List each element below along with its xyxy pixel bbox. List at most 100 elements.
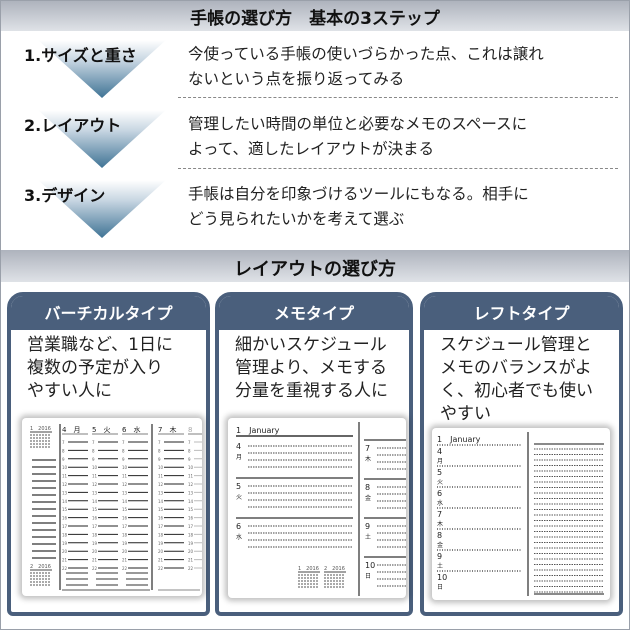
divider [178,97,618,98]
calendar-cell [33,437,35,439]
calendar-cell [324,586,326,588]
calendar-cell [45,575,47,577]
hour-label: 17 [92,524,98,529]
calendar-cell [316,583,318,585]
calendar-cell [39,581,41,583]
month-header: 1 January [236,426,280,435]
hour-label: 12 [62,482,68,487]
calendar-cell [310,574,312,576]
calendar-cell [33,572,35,574]
calendar-cell [301,574,303,576]
calendar-cell [310,586,312,588]
calendar-cell [324,583,326,585]
desc-line: 細かいスケジュール [235,335,387,355]
hour-label: 11 [188,474,194,479]
calendar-cell [298,583,300,585]
calendar-cell [313,580,315,582]
weekday: 水 [437,499,443,507]
day-number: 8 [365,483,370,492]
desc-line: 営業職など、1日に [27,335,173,355]
weekday: 金 [437,541,443,549]
mini-calendar-label: 1 2016 [30,426,51,432]
step-text-line: 手帳は自分を印象づけるツールにもなる。相手に [188,185,529,203]
hour-label: 22 [92,566,98,571]
hour-label: 18 [158,532,164,537]
section-title: レイアウトの選び方 [1,250,629,282]
hour-label: 22 [62,566,68,571]
hour-label: 8 [92,448,95,453]
hour-label: 20 [158,549,164,554]
hour-label: 16 [92,516,98,521]
calendar-cell [33,581,35,583]
calendar-cell [42,443,44,445]
calendar-cell [336,586,338,588]
day-number: 5 [437,468,442,477]
desc-line: 複数の予定が入り [27,358,163,378]
weekday: 火 [437,479,443,486]
calendar-cell [313,574,315,576]
hour-label: 15 [92,507,98,512]
step-label: 3.デザイン [24,186,106,205]
hour-label: 21 [92,558,98,563]
hour-label: 22 [122,566,128,571]
hour-label: 19 [158,541,164,546]
calendar-cell [39,584,41,586]
calendar-cell [336,580,338,582]
calendar-cell [339,577,341,579]
step-3: 3.デザイン 手帳は自分を印象づけるツールにもなる。相手にどう見られたいかを考え… [0,176,630,246]
hour-label: 12 [92,482,98,487]
hour-label: 10 [122,465,128,470]
calendar-cell [307,583,309,585]
calendar-cell [336,583,338,585]
calendar-cell [45,443,47,445]
hour-label: 20 [122,549,128,554]
desc-line: やすい [440,404,491,424]
calendar-cell [33,575,35,577]
day-number: 4 [437,447,442,456]
day-number: 9 [365,522,370,531]
calendar-cell [39,443,41,445]
calendar-cell [339,580,341,582]
step-text-line: よって、適したレイアウトが決まる [188,140,434,158]
step-text-line: ないという点を振り返ってみる [188,70,405,88]
calendar-cell [301,577,303,579]
hour-label: 12 [158,482,164,487]
hour-label: 15 [188,507,194,512]
calendar-cell [45,578,47,580]
hour-label: 17 [62,524,68,529]
hour-label: 18 [122,532,128,537]
calendar-cell [333,586,335,588]
calendar-cell [333,583,335,585]
weekday: 土 [365,533,371,541]
desc-line: メモのバランスがよ [440,358,592,378]
day-number: 10 [437,573,447,582]
hour-label: 19 [122,541,128,546]
hour-label: 13 [122,490,128,495]
calendar-cell [307,586,309,588]
hour-label: 8 [62,448,65,453]
hour-label: 16 [158,516,164,521]
calendar-cell [42,572,44,574]
calendar-cell [30,440,32,442]
desc-line: 分量を重視する人に [235,381,388,401]
calendar-cell [39,434,41,436]
hour-label: 14 [122,499,128,504]
calendar-cell [298,574,300,576]
card-title: レフトタイプ [424,296,619,330]
calendar-cell [330,583,332,585]
calendar-cell [39,437,41,439]
hour-label: 14 [158,499,164,504]
calendar-cell [42,440,44,442]
hour-label: 12 [122,482,128,487]
calendar-cell [36,440,38,442]
calendar-cell [45,446,47,448]
calendar-cell [330,580,332,582]
calendar-cell [30,575,32,577]
calendar-cell [327,586,329,588]
hour-label: 22 [158,566,164,571]
calendar-cell [30,446,32,448]
calendar-cell [310,583,312,585]
day-header: 5 火 [92,426,110,434]
calendar-cell [45,440,47,442]
